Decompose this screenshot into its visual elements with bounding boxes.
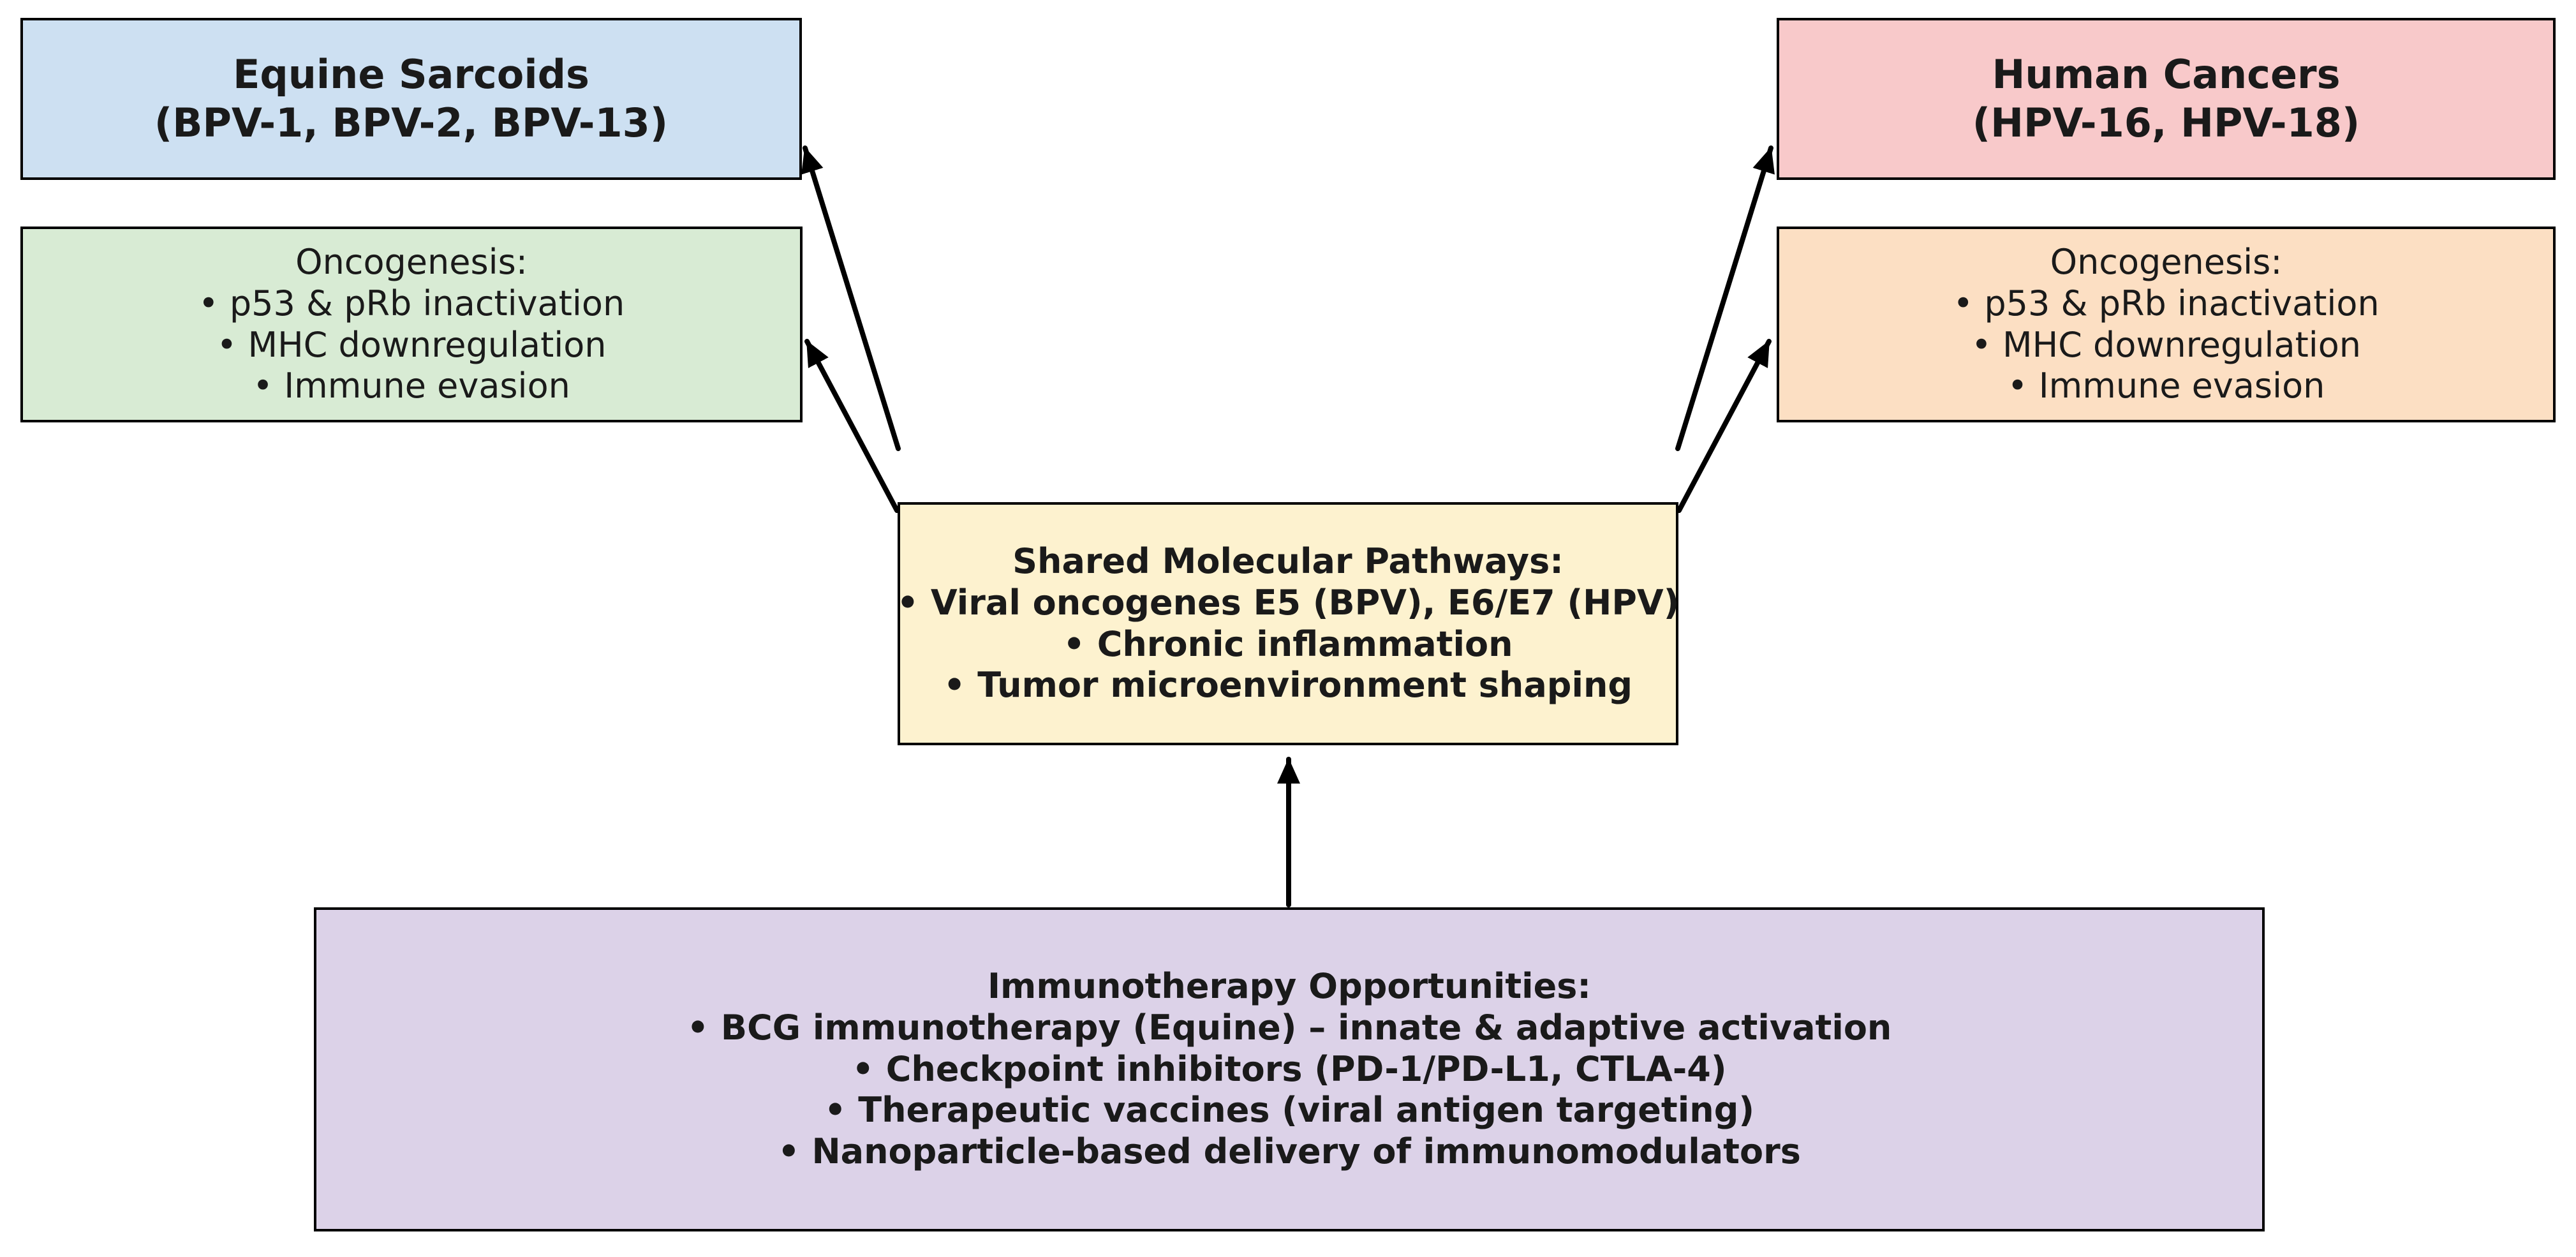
oncogenesis-heading: Oncogenesis: <box>295 241 528 282</box>
equine-sarcoids-subtitle: (BPV-1, BPV-2, BPV-13) <box>154 100 669 146</box>
arrow-shared-to-equine-sarcoids <box>801 145 901 451</box>
shared-pathways-bullet: • Viral oncogenes E5 (BPV), E6/E7 (HPV) <box>896 582 1680 623</box>
oncogenesis-bullet: • MHC downregulation <box>1971 324 2362 365</box>
immunotherapy-heading: Immunotherapy Opportunities: <box>987 966 1592 1006</box>
oncogenesis-bullet: • p53 & pRb inactivation <box>1953 283 2380 324</box>
immunotherapy-bullet: • Nanoparticle-based delivery of immunom… <box>778 1131 1801 1172</box>
shared-pathways-bullet: • Chronic inflammation <box>1063 623 1513 664</box>
shared-pathways-heading: Shared Molecular Pathways: <box>1012 540 1564 581</box>
human-oncogenesis-box: Oncogenesis: • p53 & pRb inactivation • … <box>1777 227 2556 422</box>
shared-pathways-bullet: • Tumor microenvironment shaping <box>943 665 1633 706</box>
oncogenesis-heading: Oncogenesis: <box>2050 241 2283 282</box>
human-cancers-subtitle: (HPV-16, HPV-18) <box>1972 100 2360 146</box>
immunotherapy-bullet: • BCG immunotherapy (Equine) – innate & … <box>686 1007 1892 1048</box>
arrow-shared-to-human-oncogenesis <box>1677 339 1772 513</box>
human-cancers-title: Human Cancers <box>1992 51 2341 98</box>
equine-oncogenesis-box: Oncogenesis: • p53 & pRb inactivation • … <box>20 227 803 422</box>
oncogenesis-bullet: • Immune evasion <box>253 366 570 406</box>
oncogenesis-bullet: • Immune evasion <box>2007 366 2325 406</box>
immunotherapy-box: Immunotherapy Opportunities: • BCG immun… <box>314 907 2265 1231</box>
immunotherapy-bullet: • Therapeutic vaccines (viral antigen ta… <box>824 1090 1755 1131</box>
oncogenesis-bullet: • MHC downregulation <box>216 324 607 365</box>
equine-sarcoids-title: Equine Sarcoids <box>233 51 589 98</box>
immunotherapy-bullet: • Checkpoint inhibitors (PD-1/PD-L1, CTL… <box>852 1048 1727 1089</box>
shared-pathways-box: Shared Molecular Pathways: • Viral oncog… <box>896 502 1680 745</box>
arrow-shared-to-equine-oncogenesis <box>804 339 899 513</box>
human-cancers-box: Human Cancers (HPV-16, HPV-18) <box>1777 18 2556 180</box>
arrow-shared-to-human-cancers <box>1675 145 1775 451</box>
oncogenesis-bullet: • p53 & pRb inactivation <box>198 283 625 324</box>
equine-sarcoids-box: Equine Sarcoids (BPV-1, BPV-2, BPV-13) <box>20 18 802 180</box>
